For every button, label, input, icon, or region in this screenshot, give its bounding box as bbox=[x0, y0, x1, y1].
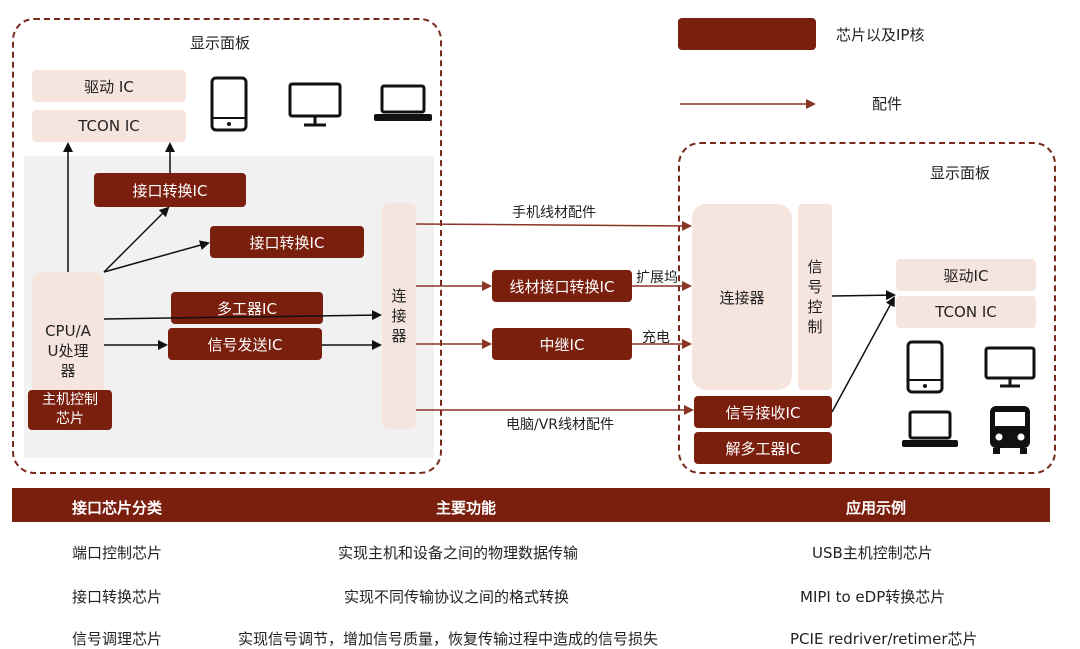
table-row-1-example: USB主机控制芯片 bbox=[812, 544, 933, 562]
right-connector: 连接器 bbox=[692, 204, 792, 390]
table-row-1-category: 端口控制芯片 bbox=[72, 544, 163, 562]
signal-receive-ic: 信号接收IC bbox=[694, 396, 832, 428]
cpu-line-2: U处理 bbox=[47, 341, 89, 360]
table-header-cell-function: 主要功能 bbox=[436, 499, 497, 517]
table-row-2-example: MIPI to eDP转换芯片 bbox=[800, 588, 946, 606]
laptop-icon bbox=[374, 84, 432, 121]
right-smartphone-icon bbox=[906, 340, 944, 394]
pc-vr-cable-label: 电脑/VR线材配件 bbox=[506, 417, 615, 433]
host-control-chip: 主机控制 芯片 bbox=[28, 390, 112, 430]
phone-cable-label: 手机线材配件 bbox=[512, 205, 596, 221]
left-tcon-ic: TCON IC bbox=[32, 110, 186, 142]
smartphone-icon bbox=[210, 76, 248, 132]
table-header-row bbox=[12, 488, 1050, 522]
table-row-3-function: 实现信号调节，增加信号质量，恢复传输过程中造成的信号损失 bbox=[238, 630, 659, 648]
repeater-ic: 中继IC bbox=[492, 328, 632, 360]
signal-control-char-1: 信 bbox=[807, 257, 823, 276]
cpu-line-1: CPU/A bbox=[45, 321, 91, 340]
interface-convert-ic-2: 接口转换IC bbox=[210, 226, 364, 258]
right-panel-title: 显示面板 bbox=[930, 164, 991, 182]
monitor-icon bbox=[288, 82, 342, 127]
arrow-phone-cable bbox=[415, 220, 692, 231]
right-driver-ic: 驱动IC bbox=[896, 259, 1036, 291]
table-header-cell-example: 应用示例 bbox=[846, 499, 907, 517]
signal-control-char-3: 控 bbox=[807, 298, 823, 316]
legend-chip-label: 芯片以及IP核 bbox=[836, 26, 925, 44]
arrow-cpu-to-mux bbox=[103, 310, 382, 321]
left-connector-char-1: 连 bbox=[391, 286, 407, 305]
arrow-receive-to-driver bbox=[831, 296, 895, 413]
right-laptop-icon bbox=[902, 410, 958, 447]
cpu-line-3: 器 bbox=[60, 362, 76, 381]
diagram-lines bbox=[63, 76, 1036, 454]
left-connector: 连 接 器 bbox=[382, 203, 416, 429]
table-row-2-category: 接口转换芯片 bbox=[72, 588, 163, 606]
bus-vehicle-icon bbox=[990, 406, 1030, 454]
signal-send-ic: 信号发送IC bbox=[168, 328, 322, 360]
legend-chip-swatch bbox=[678, 18, 816, 50]
table-row-1-function: 实现主机和设备之间的物理数据传输 bbox=[338, 544, 579, 562]
host-chip-line-1: 主机控制 bbox=[42, 392, 98, 409]
right-tcon-ic: TCON IC bbox=[896, 296, 1036, 328]
table-row-3-example: PCIE redriver/retimer芯片 bbox=[790, 630, 978, 648]
dock-label: 扩展坞 bbox=[636, 270, 678, 286]
left-driver-ic: 驱动 IC bbox=[32, 70, 186, 102]
mux-ic: 多工器IC bbox=[171, 292, 323, 324]
left-connector-char-3: 器 bbox=[391, 327, 407, 346]
signal-control-char-2: 号 bbox=[807, 277, 823, 296]
table-row-2-function: 实现不同传输协议之间的格式转换 bbox=[344, 588, 570, 606]
demux-ic: 解多工器IC bbox=[694, 432, 832, 464]
interface-convert-ic-1: 接口转换IC bbox=[94, 173, 246, 207]
signal-control: 信 号 控 制 bbox=[798, 204, 832, 390]
arrow-cpu-to-ic2 bbox=[103, 240, 210, 273]
left-panel-title: 显示面板 bbox=[190, 34, 251, 52]
host-chip-line-2: 芯片 bbox=[56, 411, 84, 427]
table-row-3-category: 信号调理芯片 bbox=[72, 630, 163, 648]
arrow-control-to-driver bbox=[831, 290, 896, 301]
signal-control-char-4: 制 bbox=[807, 318, 823, 337]
arrow-cpu-to-ic1 bbox=[103, 206, 170, 273]
cable-interface-convert-ic: 线材接口转换IC bbox=[492, 270, 632, 302]
left-display-panel-border bbox=[12, 18, 442, 474]
right-display-panel-border bbox=[678, 142, 1056, 474]
right-monitor-icon bbox=[984, 346, 1036, 388]
table-header-cell-category: 接口芯片分类 bbox=[72, 499, 163, 517]
charging-label: 充电 bbox=[642, 330, 670, 346]
left-connector-char-2: 接 bbox=[391, 306, 407, 325]
legend-accessory-label: 配件 bbox=[872, 95, 903, 113]
